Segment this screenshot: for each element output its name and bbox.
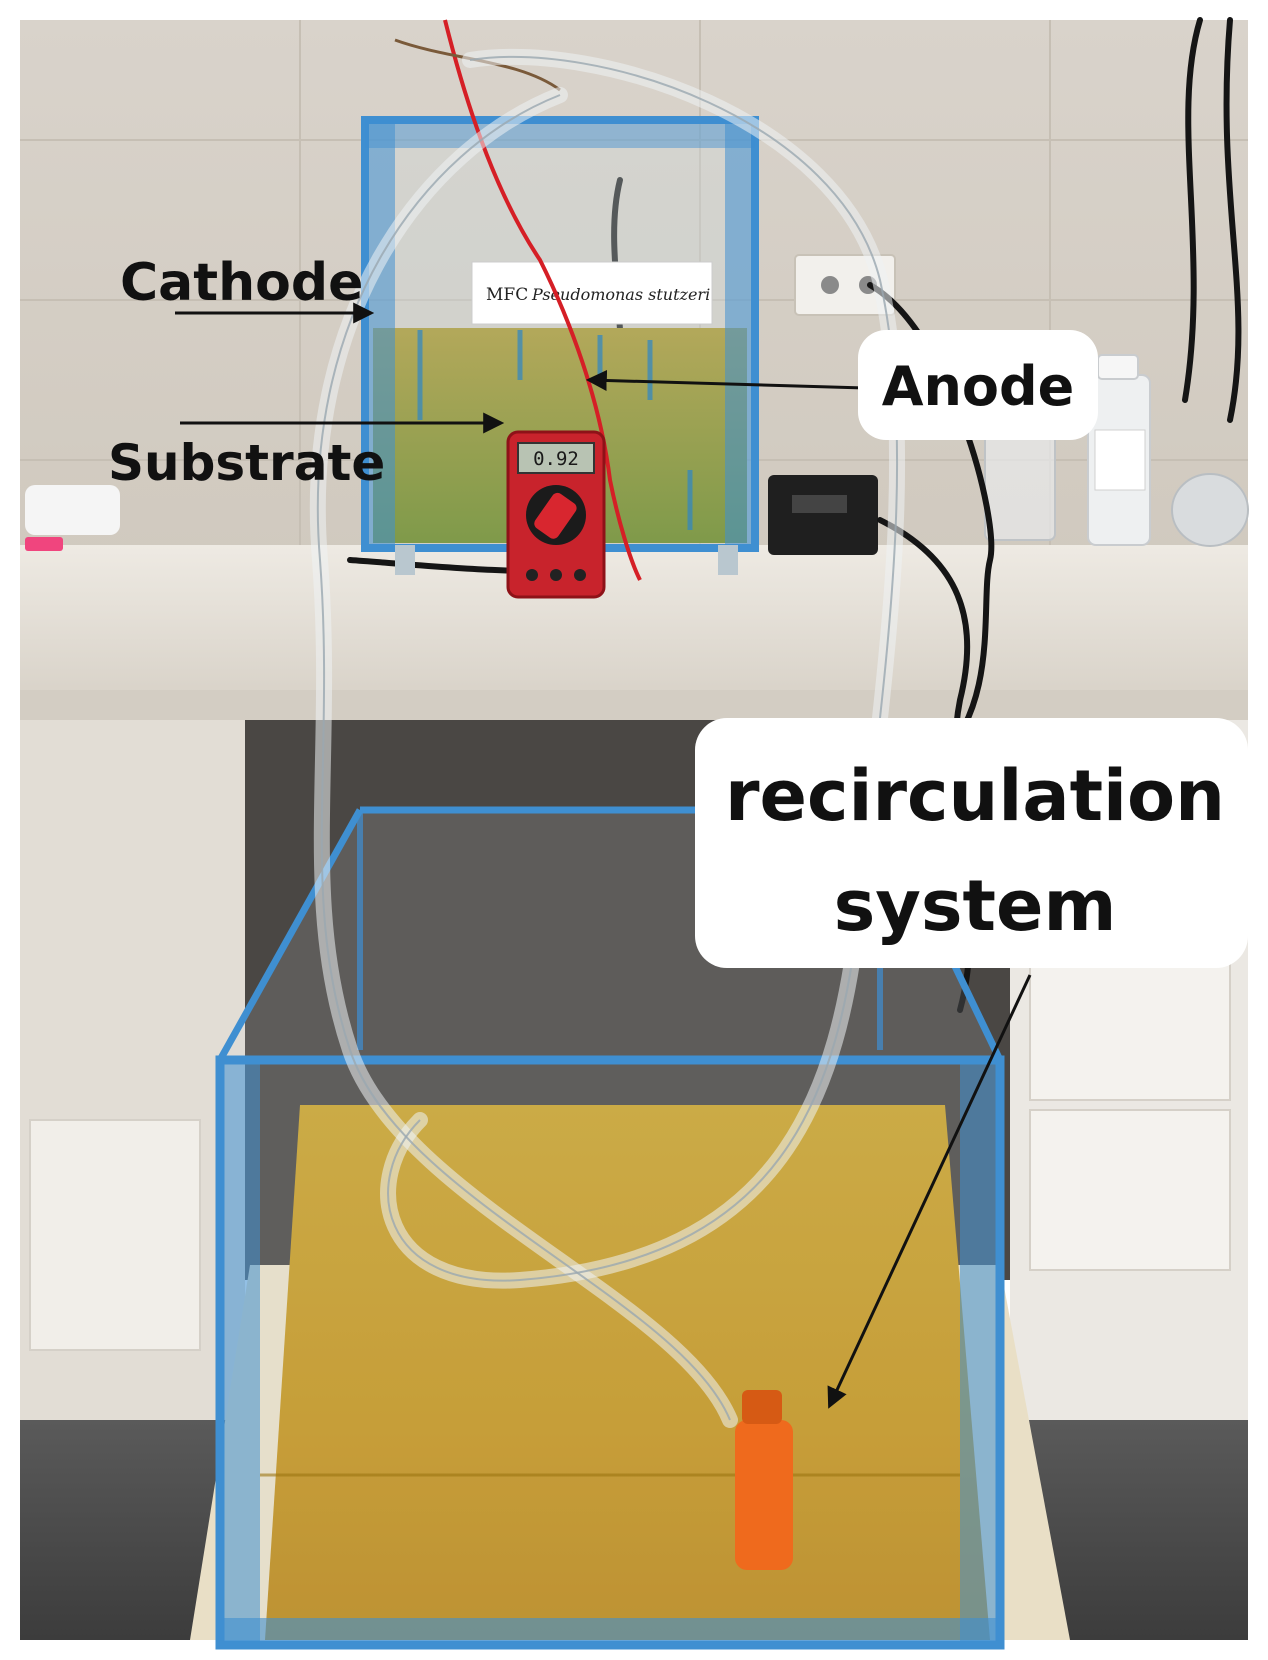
multimeter-display bbox=[517, 442, 595, 474]
annotation-arrows bbox=[175, 302, 1032, 1409]
multimeter: 0.92 bbox=[506, 430, 606, 599]
socket-hole bbox=[821, 276, 839, 294]
mfc-tag-species: Pseudomonas stutzeri bbox=[531, 285, 710, 304]
cabinet-drawer bbox=[29, 1119, 201, 1351]
mfc-tag: MFC Pseudomonas stutzeri bbox=[471, 261, 713, 325]
mfc-tag-prefix: MFC bbox=[486, 285, 528, 305]
recirculation-label-box bbox=[695, 718, 1248, 968]
substrate-label: Substrate bbox=[108, 434, 385, 492]
multimeter-reading: 0.92 bbox=[533, 448, 579, 470]
anode-arrow bbox=[585, 369, 866, 391]
white-cloth bbox=[25, 485, 120, 535]
recirculation-label-line2: system bbox=[834, 865, 1117, 947]
anode-label-box bbox=[858, 330, 1098, 440]
lower-recirculation-tank bbox=[215, 806, 1005, 1650]
multimeter-port bbox=[550, 569, 562, 581]
multimeter-port bbox=[574, 569, 586, 581]
cathode-label: Cathode bbox=[120, 253, 363, 313]
adapter-vent bbox=[792, 495, 847, 513]
bottle-cap bbox=[1097, 354, 1139, 380]
pink-item bbox=[25, 537, 63, 551]
multimeter-port bbox=[526, 569, 538, 581]
flask bbox=[1171, 473, 1249, 547]
counter-edge bbox=[20, 690, 1248, 720]
cabinet-drawer bbox=[1029, 1109, 1231, 1271]
recirculation-label-line1: recirculation bbox=[725, 755, 1225, 837]
bottle-sticker bbox=[1094, 429, 1146, 491]
lower-substrate-liquid bbox=[265, 1105, 990, 1640]
pump bbox=[735, 1420, 793, 1570]
anode-label: Anode bbox=[882, 355, 1075, 418]
power-adapter bbox=[768, 475, 878, 555]
recirculation-arrow bbox=[827, 974, 1032, 1409]
